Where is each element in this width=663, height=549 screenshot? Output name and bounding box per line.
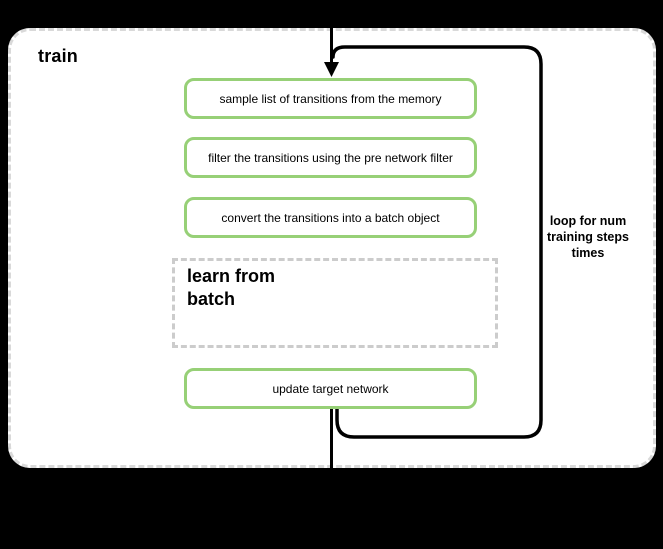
loop-annotation-line: loop for num — [549, 214, 627, 228]
step-label: sample list of transitions from the memo… — [219, 91, 442, 106]
step-filter-transitions: filter the transitions using the pre net… — [184, 137, 477, 178]
subprocess-learn-from-batch: learn from batch — [172, 258, 498, 348]
loop-annotation: loop for num training steps times — [535, 213, 641, 261]
step-label: filter the transitions using the pre net… — [208, 150, 453, 165]
step-convert-to-batch: convert the transitions into a batch obj… — [184, 197, 477, 238]
loop-annotation-line: training steps — [547, 230, 629, 244]
subprocess-label-line: learn from — [187, 266, 276, 286]
subprocess-label-line: batch — [187, 289, 236, 309]
step-update-target-network: update target network — [184, 368, 477, 409]
container-title: train — [38, 46, 79, 66]
loop-annotation-line: times — [571, 246, 605, 260]
step-label: convert the transitions into a batch obj… — [221, 210, 440, 225]
step-label: update target network — [272, 381, 389, 396]
step-sample-transitions: sample list of transitions from the memo… — [184, 78, 477, 119]
